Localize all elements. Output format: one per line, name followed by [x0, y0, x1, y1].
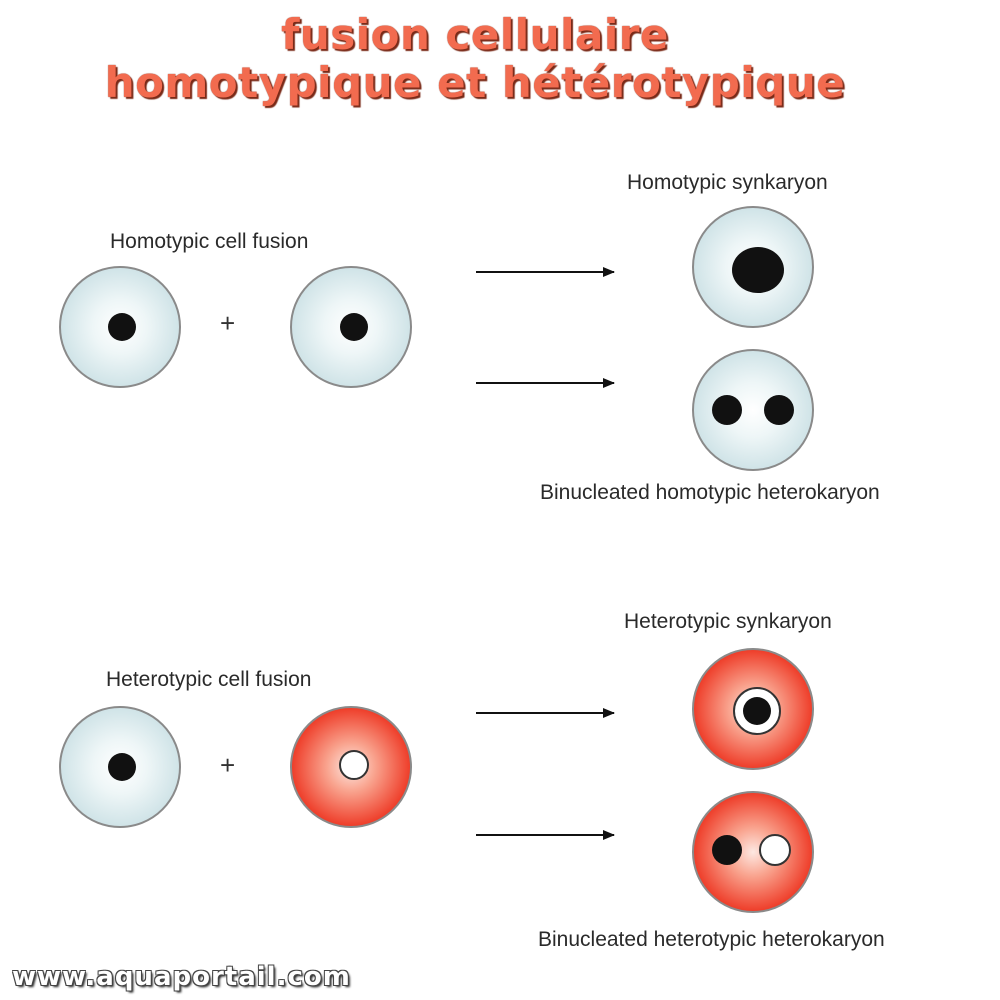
heterotypic-synkaryon-cell	[692, 648, 814, 770]
heterotypic-plus-sign: +	[220, 750, 236, 780]
heterotypic-cell-a	[59, 706, 181, 828]
homotypic-heterokaryon-cell	[692, 349, 814, 471]
homotypic-synkaryon-cell	[692, 206, 814, 328]
homotypic-plus-sign: +	[220, 308, 236, 338]
homotypic-cell-b	[290, 266, 412, 388]
homotypic-fusion-heading: Homotypic cell fusion	[110, 230, 309, 253]
page-title-line-2: homotypique et hétérotypique	[104, 58, 846, 107]
heterotypic-fusion-heading: Heterotypic cell fusion	[106, 668, 312, 691]
page-title-line-1: fusion cellulaire	[281, 10, 669, 59]
homotypic-synkaryon-label: Homotypic synkaryon	[627, 171, 828, 194]
heterotypic-heterokaryon-cell	[692, 791, 814, 913]
heterotypic-cell-b	[290, 706, 412, 828]
heterotypic-synkaryon-label: Heterotypic synkaryon	[624, 610, 832, 633]
homotypic-cell-a	[59, 266, 181, 388]
homotypic-heterokaryon-label: Binucleated homotypic heterokaryon	[540, 481, 880, 504]
site-watermark: www.aquaportail.com	[12, 962, 351, 992]
heterotypic-heterokaryon-label: Binucleated heterotypic heterokaryon	[538, 928, 885, 951]
